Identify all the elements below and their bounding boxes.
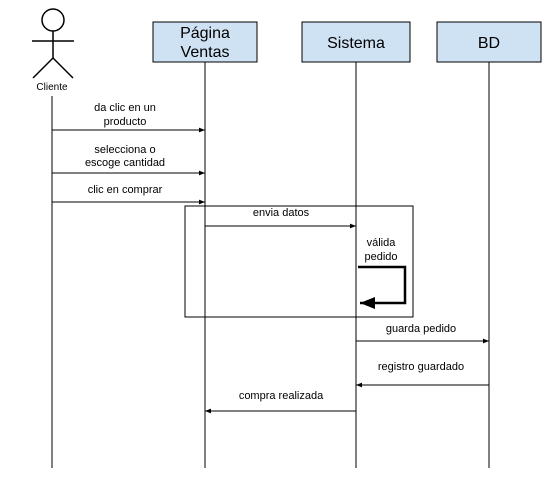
message-label: escoge cantidad: [85, 157, 165, 169]
participant-sistema: Sistema: [301, 21, 411, 63]
message-label: registro guardado: [378, 361, 464, 373]
participant-pagina-label-2: Ventas: [181, 44, 230, 61]
message-label: selecciona o: [94, 144, 155, 156]
message-selecciona: selecciona o escoge cantidad: [52, 144, 205, 176]
message-label: clic en comprar: [88, 184, 163, 196]
participant-bd: BD: [436, 21, 542, 63]
message-label: compra realizada: [239, 390, 324, 402]
message-da-clic: da clic en un producto: [52, 102, 205, 133]
message-label: producto: [104, 116, 147, 128]
actor-head-icon: [41, 8, 65, 32]
actor-label: Cliente: [36, 82, 68, 93]
message-label: válida: [367, 237, 397, 249]
message-label: envia datos: [253, 207, 310, 219]
message-envia-datos: envia datos: [205, 207, 356, 229]
self-message-arrow: [358, 265, 407, 309]
participant-bd-label: BD: [478, 35, 500, 52]
message-clic-comprar: clic en comprar: [52, 184, 205, 205]
message-registro-guardado: registro guardado: [356, 361, 489, 388]
actor-cliente: Cliente: [32, 8, 74, 93]
participant-pagina-label-1: Página: [180, 25, 230, 42]
message-guarda-pedido: guarda pedido: [356, 323, 489, 344]
message-label: guarda pedido: [386, 323, 456, 335]
message-compra-realizada: compra realizada: [205, 390, 356, 414]
message-label: da clic en un: [94, 102, 156, 114]
participant-sistema-label: Sistema: [327, 35, 385, 52]
fragment-frame: [184, 205, 414, 318]
message-valida-pedido: válida pedido: [358, 237, 407, 309]
message-label: pedido: [364, 251, 397, 263]
participant-pagina-ventas: Página Ventas: [152, 21, 258, 63]
